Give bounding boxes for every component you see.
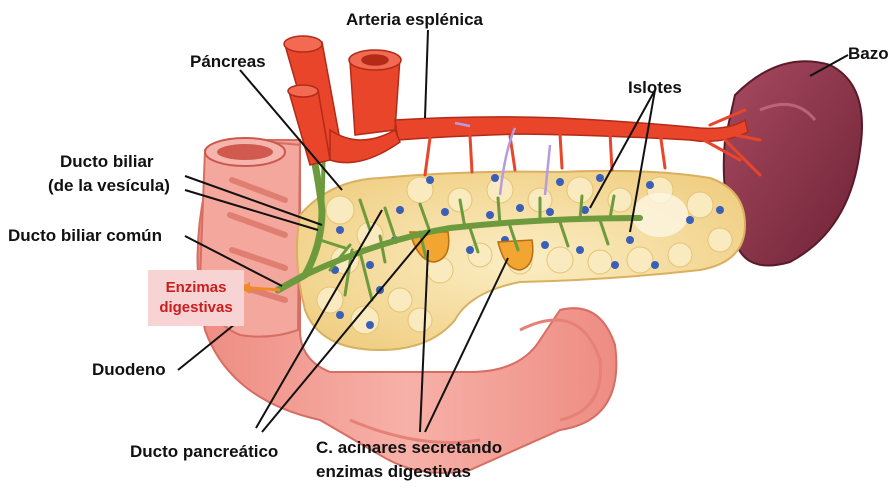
label-de-la-vesicula: (de la vesícula) (48, 176, 170, 196)
label-ducto-pancreatico: Ducto pancreático (130, 442, 278, 462)
artery-system (284, 36, 748, 165)
label-enzimas: Enzimas (166, 278, 227, 298)
label-arteria-esplenica: Arteria esplénica (346, 10, 483, 30)
enzimas-digestivas-box: Enzimas digestivas (148, 270, 244, 326)
label-acinares-1: C. acinares secretando (316, 438, 502, 458)
label-islotes: Islotes (628, 78, 682, 98)
label-pancreas: Páncreas (190, 52, 266, 72)
label-bazo: Bazo (848, 44, 889, 64)
label-acinares-2: enzimas digestivas (316, 462, 471, 482)
label-ducto-biliar: Ducto biliar (60, 152, 154, 172)
label-duodeno: Duodeno (92, 360, 166, 380)
label-digestivas: digestivas (159, 298, 232, 318)
label-ducto-biliar-comun: Ducto biliar común (8, 226, 162, 246)
